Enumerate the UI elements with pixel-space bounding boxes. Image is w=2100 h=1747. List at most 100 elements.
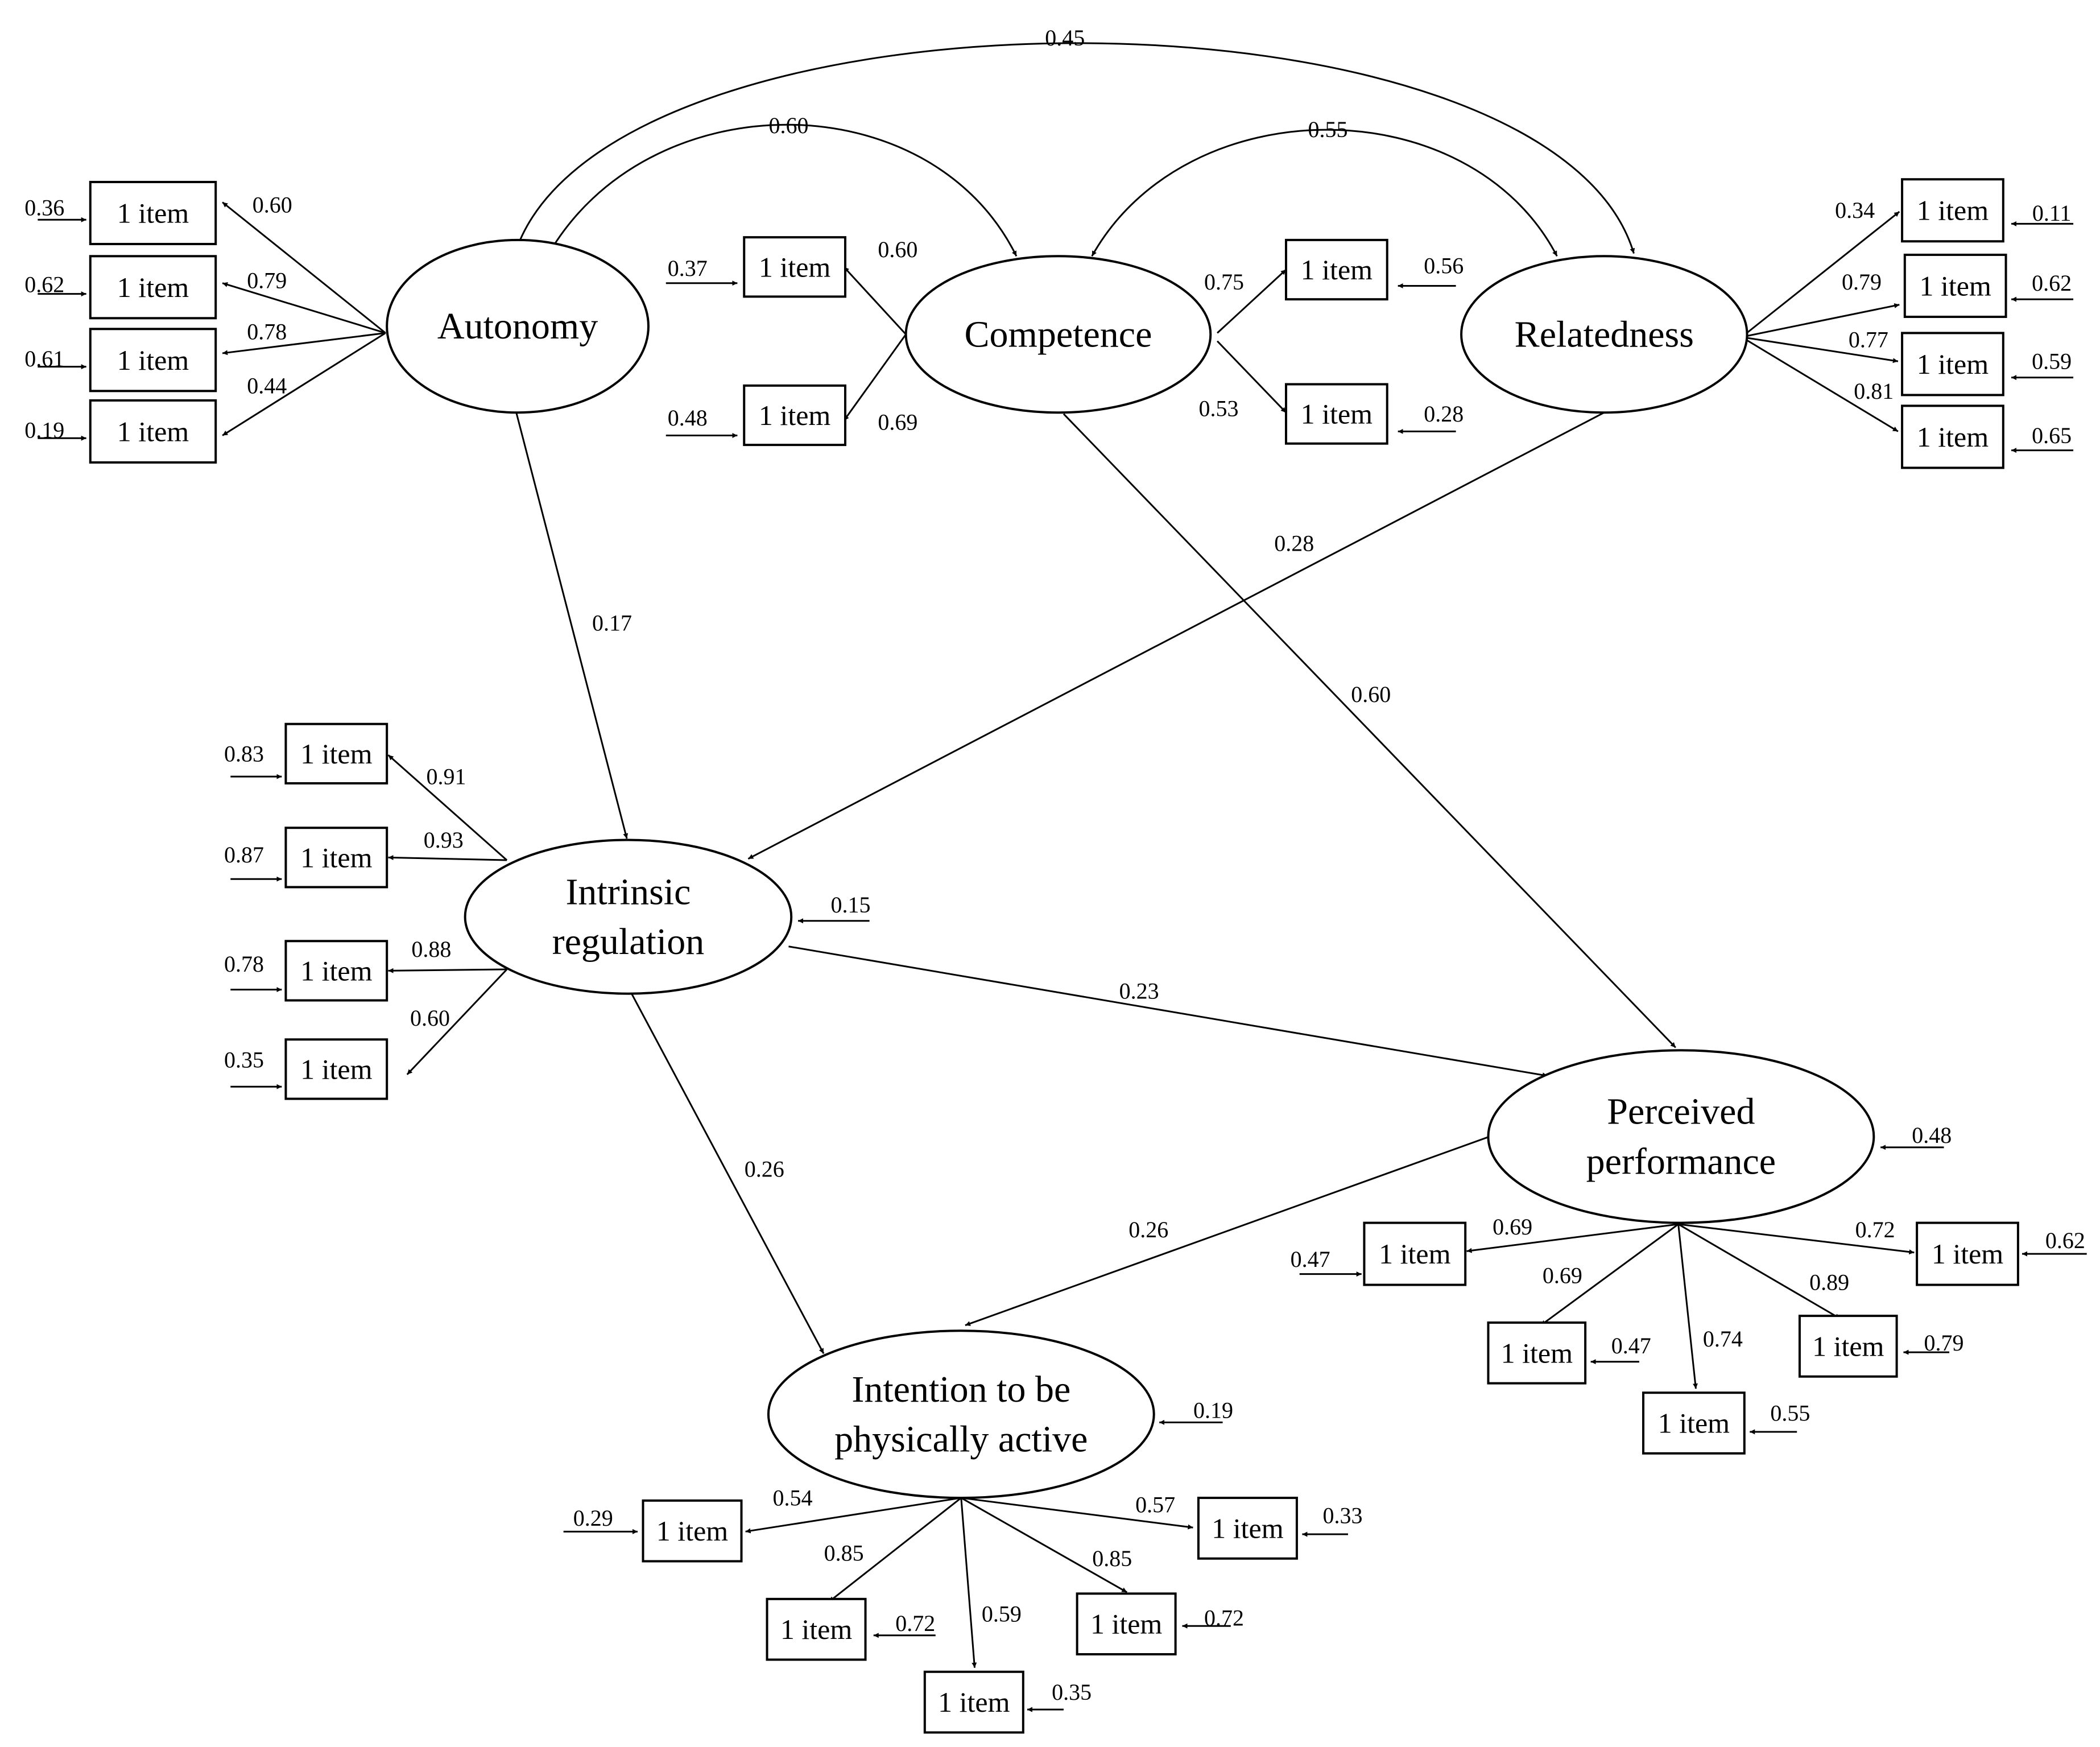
correlation-competence-relatedness xyxy=(1091,129,1558,257)
relatedness-indicator-4-loading-arrow xyxy=(1741,336,1899,432)
latent-perceived-label-1: performance xyxy=(1586,1141,1776,1182)
perceived-indicator-2-error-label: 0.47 xyxy=(1611,1333,1651,1358)
autonomy-indicator-3-box xyxy=(89,328,217,393)
intention-indicator-1-label: 1 item xyxy=(656,1515,728,1547)
relatedness-indicator-1-box xyxy=(1901,178,2004,243)
autonomy-indicator-3-loading-arrow xyxy=(222,332,386,356)
correlation-autonomy-competence xyxy=(546,123,1018,257)
competence-indicator-4-error-label: 0.28 xyxy=(1424,401,1464,427)
perceived-indicator-2-loading-label: 0.69 xyxy=(1543,1263,1582,1288)
perceived-indicator-5-box xyxy=(1916,1221,2019,1286)
intention-indicator-2-error-label: 0.72 xyxy=(895,1610,935,1636)
latent-intention-label-0: Intention to be xyxy=(851,1369,1070,1410)
perceived-indicator-3-box xyxy=(1642,1391,1746,1455)
intention-indicator-1-error-label: 0.29 xyxy=(573,1505,613,1531)
latent-intention-label-1: physically active xyxy=(834,1418,1088,1460)
perceived-indicator-3-loading-label: 0.74 xyxy=(1703,1326,1743,1352)
competence-indicator-2-loading-label: 0.69 xyxy=(878,409,917,435)
latent-competence xyxy=(904,255,1212,414)
path-intrinsic-perceived-label: 0.23 xyxy=(1119,978,1159,1003)
autonomy-indicator-2-loading-label: 0.79 xyxy=(247,267,287,293)
intrinsic-indicator-4-error-label: 0.35 xyxy=(224,1047,264,1072)
intention-indicator-2-loading-label: 0.85 xyxy=(824,1541,864,1566)
autonomy-indicator-2-box xyxy=(89,255,217,320)
relatedness-indicator-3-label: 1 item xyxy=(1917,348,1989,380)
competence-indicator-1-box xyxy=(743,236,846,298)
competence-indicator-4-loading-label: 0.53 xyxy=(1198,396,1238,422)
relatedness-indicator-1-error-label: 0.11 xyxy=(2032,200,2072,226)
intrinsic-indicator-3-error-label: 0.78 xyxy=(224,951,264,977)
intention-indicator-4-label: 1 item xyxy=(1090,1608,1162,1640)
perceived-indicator-1-loading-label: 0.69 xyxy=(1493,1214,1532,1240)
competence-indicator-4-label: 1 item xyxy=(1301,398,1373,430)
path-relatedness-intrinsic-label: 0.28 xyxy=(1274,531,1314,556)
competence-indicator-2-box xyxy=(743,384,846,447)
intention-indicator-3-loading-arrow xyxy=(960,1497,977,1668)
intention-indicator-1-box xyxy=(642,1499,743,1563)
relatedness-indicator-3-box xyxy=(1901,332,2004,397)
competence-indicator-4-box xyxy=(1284,383,1388,445)
intention-indicator-5-loading-arrow xyxy=(961,1497,1193,1530)
autonomy-indicator-3-loading-label: 0.78 xyxy=(247,319,287,345)
perceived-indicator-3-label: 1 item xyxy=(1658,1407,1730,1439)
intention-indicator-3-box xyxy=(923,1670,1024,1734)
autonomy-indicator-4-loading-label: 0.44 xyxy=(247,373,287,398)
path-relatedness-intrinsic xyxy=(747,411,1605,860)
competence-indicator-3-label: 1 item xyxy=(1301,254,1373,286)
intention-indicator-3-label: 1 item xyxy=(938,1686,1010,1718)
autonomy-indicator-3-label: 1 item xyxy=(117,344,189,376)
perceived-indicator-3-loading-arrow xyxy=(1677,1224,1698,1389)
latent-autonomy xyxy=(386,238,650,414)
intrinsic-indicator-4-loading-arrow xyxy=(406,968,508,1075)
relatedness-indicator-4-loading-label: 0.81 xyxy=(1854,378,1894,404)
perceived-indicator-2-label: 1 item xyxy=(1501,1337,1573,1369)
intention-indicator-4-box xyxy=(1076,1592,1177,1655)
competence-indicator-4-loading-arrow xyxy=(1217,340,1287,414)
competence-indicator-1-loading-label: 0.60 xyxy=(878,237,917,262)
autonomy-indicator-1-label: 1 item xyxy=(117,197,189,229)
relatedness-indicator-2-loading-label: 0.79 xyxy=(1842,269,1882,295)
competence-indicator-2-loading-arrow xyxy=(843,333,907,422)
perceived-indicator-1-error-label: 0.47 xyxy=(1291,1246,1330,1272)
perceived-indicator-2-box xyxy=(1487,1321,1587,1385)
relatedness-indicator-2-loading-arrow xyxy=(1741,303,1900,338)
intrinsic-indicator-1-label: 1 item xyxy=(300,738,372,770)
correlation-competence-relatedness-label: 0.55 xyxy=(1308,117,1347,142)
competence-indicator-2-label: 1 item xyxy=(759,399,830,431)
disturbance-intention-label: 0.19 xyxy=(1193,1398,1233,1423)
intrinsic-indicator-2-loading-label: 0.93 xyxy=(424,827,464,853)
competence-indicator-3-box xyxy=(1284,238,1388,301)
relatedness-indicator-4-error-label: 0.65 xyxy=(2032,423,2072,448)
disturbance-perceived-label: 0.48 xyxy=(1912,1122,1952,1148)
intention-indicator-4-loading-arrow xyxy=(961,1497,1128,1593)
latent-competence-label-0: Competence xyxy=(965,313,1152,355)
intention-indicator-3-error-label: 0.35 xyxy=(1052,1679,1092,1705)
relatedness-indicator-1-loading-arrow xyxy=(1741,210,1900,338)
intrinsic-indicator-3-loading-label: 0.88 xyxy=(411,936,451,962)
path-intrinsic-intention-label: 0.26 xyxy=(745,1156,784,1182)
autonomy-indicator-1-loading-label: 0.60 xyxy=(253,192,292,218)
path-competence-perceived-label: 0.60 xyxy=(1351,682,1391,707)
correlation-autonomy-competence-label: 0.60 xyxy=(768,113,808,138)
intrinsic-indicator-3-box xyxy=(284,940,388,1002)
intrinsic-indicator-4-box xyxy=(284,1038,388,1100)
path-competence-perceived xyxy=(1063,413,1676,1048)
intrinsic-indicator-2-loading-arrow xyxy=(388,855,507,861)
intrinsic-indicator-4-label: 1 item xyxy=(300,1053,372,1085)
perceived-indicator-4-loading-label: 0.89 xyxy=(1809,1269,1849,1295)
perceived-indicator-4-error-label: 0.79 xyxy=(1924,1330,1964,1356)
autonomy-indicator-3-error-label: 0.61 xyxy=(24,346,64,371)
competence-indicator-1-error-label: 0.37 xyxy=(668,255,708,281)
disturbance-intrinsic-label: 0.15 xyxy=(830,892,870,918)
intention-indicator-4-loading-label: 0.85 xyxy=(1092,1546,1132,1571)
perceived-indicator-5-loading-arrow xyxy=(1678,1223,1915,1255)
intrinsic-indicator-1-box xyxy=(284,722,388,784)
intention-indicator-4-error-label: 0.72 xyxy=(1204,1605,1244,1631)
autonomy-indicator-2-error-label: 0.62 xyxy=(24,272,64,298)
autonomy-indicator-4-box xyxy=(89,399,217,464)
intrinsic-indicator-1-error-label: 0.83 xyxy=(224,741,264,766)
perceived-indicator-4-label: 1 item xyxy=(1812,1330,1884,1362)
perceived-indicator-2-loading-arrow xyxy=(1540,1223,1679,1326)
autonomy-indicator-1-error-label: 0.36 xyxy=(24,195,64,220)
perceived-indicator-1-loading-arrow xyxy=(1466,1223,1679,1253)
